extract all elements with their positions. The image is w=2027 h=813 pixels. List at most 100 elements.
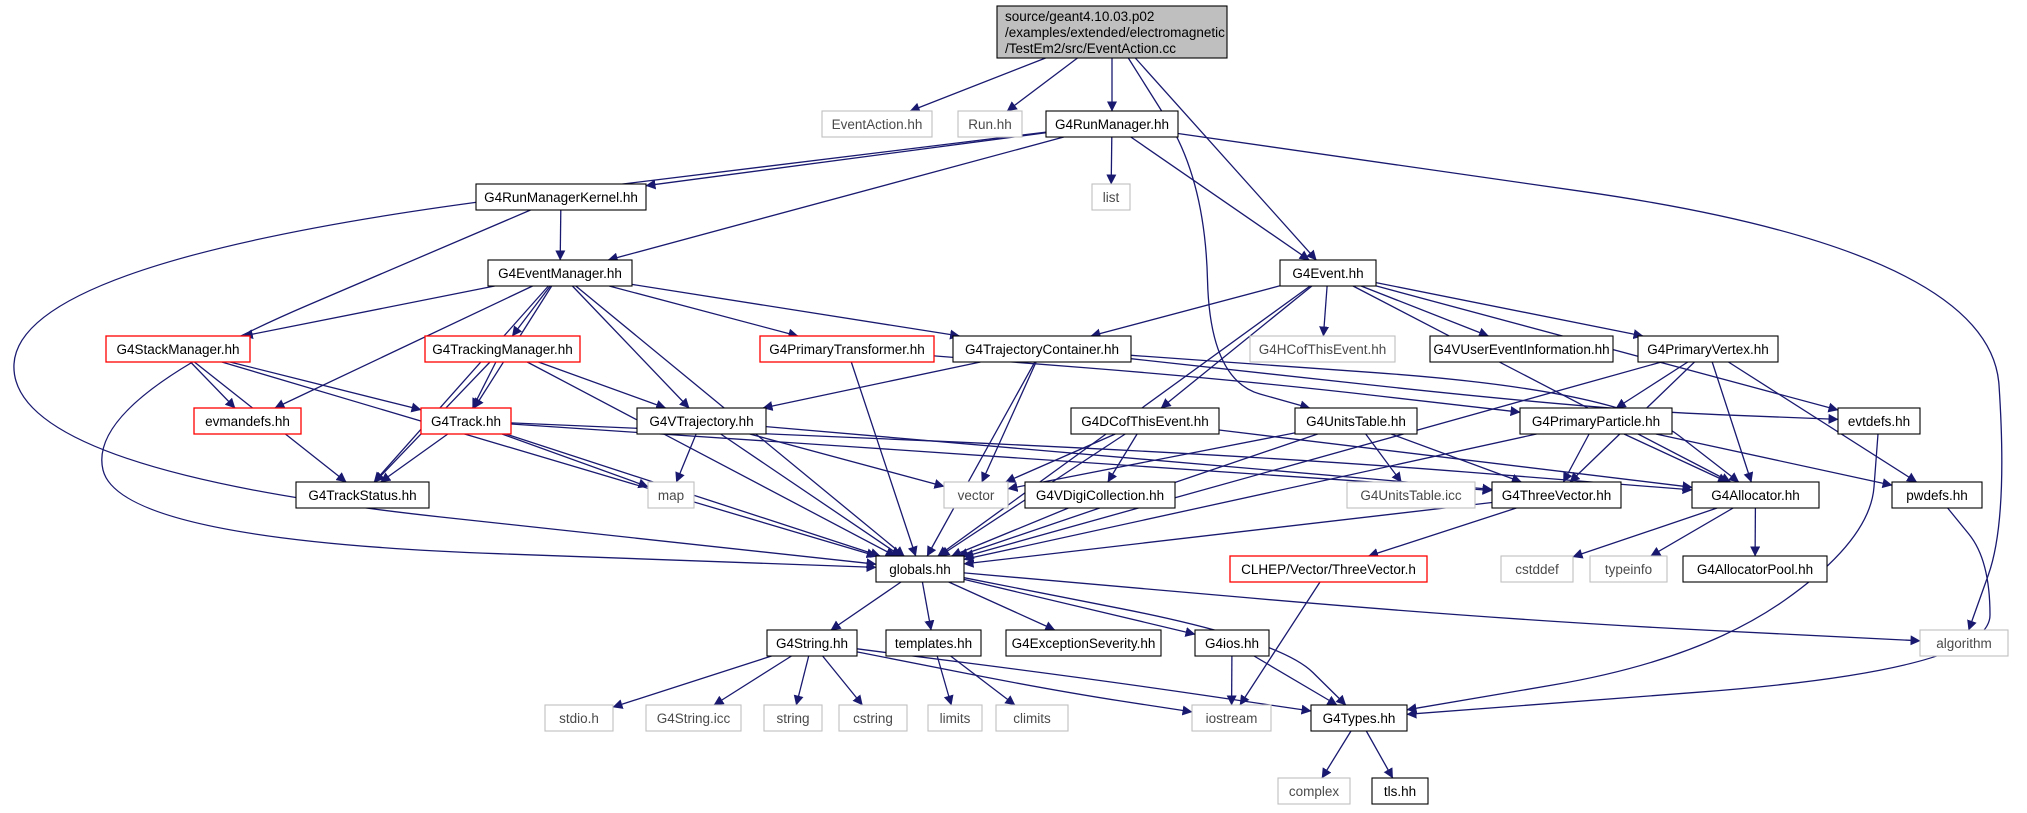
node-g4ios[interactable]: G4ios.hh (1194, 629, 1270, 657)
node-g4track[interactable]: G4Track.hh (420, 407, 512, 435)
node-box (420, 407, 512, 435)
node-box (647, 481, 695, 509)
node-box (475, 183, 647, 211)
node-label: typeinfo (1605, 562, 1652, 577)
edge-root-to-g4event (1134, 57, 1317, 261)
edge-g4trajectorycontainer-to-globals (926, 361, 1036, 557)
node-label: tls.hh (1384, 784, 1416, 799)
edge-g4stackmanager-to-globals (221, 361, 877, 559)
edge-g4eventmanager-to-g4trackingmanager (511, 285, 551, 337)
edge-g4runmanager-to-g4runmanagerkernel (645, 132, 1047, 190)
node-evmandefs[interactable]: evmandefs.hh (193, 407, 302, 435)
node-g4vdigicollection[interactable]: G4VDigiCollection.hh (1024, 481, 1176, 509)
node-g4trajectorycontainer[interactable]: G4TrajectoryContainer.hh (952, 335, 1132, 363)
node-box (995, 704, 1069, 732)
node-box (927, 704, 983, 732)
node-g4trackingmanager[interactable]: G4TrackingManager.hh (424, 335, 581, 363)
node-box (763, 704, 823, 732)
edge-g4eventmanager-to-g4stackmanager (242, 285, 495, 340)
node-g4eventmanager[interactable]: G4EventManager.hh (487, 259, 633, 287)
edge-g4unitstable-to-vector (1007, 432, 1296, 492)
node-box (1429, 335, 1614, 363)
node-templates[interactable]: templates.hh (885, 629, 982, 657)
node-label: G4RunManager.hh (1055, 117, 1169, 132)
node-box (1194, 629, 1270, 657)
node-box (1837, 407, 1921, 435)
node-cstddef[interactable]: cstddef (1500, 555, 1574, 583)
node-g4vusereventinformation[interactable]: G4VUserEventInformation.hh (1429, 335, 1614, 363)
edge-templates-to-climits (950, 655, 1016, 706)
node-root[interactable]: source/geant4.10.03.p02/examples/extende… (996, 5, 1228, 59)
node-limits[interactable]: limits (927, 704, 983, 732)
node-climits[interactable]: climits (995, 704, 1069, 732)
edge-globals-to-g4types (963, 577, 1347, 706)
node-g4dcofthisevent[interactable]: G4DCofThisEvent.hh (1070, 407, 1220, 435)
node-globals[interactable]: globals.hh (875, 555, 965, 583)
edge-g4event-to-g4primaryvertex (1375, 281, 1644, 340)
node-g4trackstatus[interactable]: G4TrackStatus.hh (295, 481, 430, 509)
node-g4types[interactable]: G4Types.hh (1310, 704, 1408, 732)
node-g4threevector[interactable]: G4ThreeVector.hh (1491, 481, 1622, 509)
edge-g4track-to-g4threevector (510, 423, 1493, 495)
node-vector[interactable]: vector (943, 481, 1009, 509)
edge-g4runmanager-to-globals (13, 131, 1047, 569)
node-label: string (776, 711, 809, 726)
node-complex[interactable]: complex (1277, 777, 1351, 805)
node-label: CLHEP/Vector/ThreeVector.h (1241, 562, 1416, 577)
edge-templates-to-limits (936, 655, 954, 706)
node-label: G4DCofThisEvent.hh (1081, 414, 1209, 429)
node-string[interactable]: string (763, 704, 823, 732)
node-g4primaryparticle[interactable]: G4PrimaryParticle.hh (1519, 407, 1673, 435)
node-clhep-threevector[interactable]: CLHEP/Vector/ThreeVector.h (1229, 555, 1428, 583)
node-run-hh[interactable]: Run.hh (957, 110, 1023, 138)
edge-g4string-to-cstring (822, 655, 863, 706)
edge-g4primarytransformer-to-globals (850, 361, 918, 557)
node-g4event[interactable]: G4Event.hh (1279, 259, 1377, 287)
node-eventaction-hh[interactable]: EventAction.hh (821, 110, 933, 138)
node-pwdefs[interactable]: pwdefs.hh (1891, 481, 1983, 509)
node-label: stdio.h (559, 711, 599, 726)
node-box (1346, 481, 1476, 509)
node-g4primaryvertex[interactable]: G4PrimaryVertex.hh (1637, 335, 1779, 363)
edge-g4primaryvertex-to-g4allocator (1711, 361, 1754, 483)
node-g4unitstable[interactable]: G4UnitsTable.hh (1294, 407, 1418, 435)
edge-g4vtrajectory-to-vector (749, 433, 945, 489)
node-iostream[interactable]: iostream (1191, 704, 1272, 732)
node-label: G4RunManagerKernel.hh (484, 190, 638, 205)
node-g4hcofthisevent[interactable]: G4HCofThisEvent.hh (1249, 335, 1396, 363)
node-label: G4VTrajectory.hh (649, 414, 753, 429)
node-g4runmanagerkernel[interactable]: G4RunManagerKernel.hh (475, 183, 647, 211)
node-tls[interactable]: tls.hh (1371, 777, 1429, 805)
node-g4vtrajectory[interactable]: G4VTrajectory.hh (636, 407, 767, 435)
node-g4exceptionseverity[interactable]: G4ExceptionSeverity.hh (1005, 629, 1162, 657)
node-g4stackmanager[interactable]: G4StackManager.hh (105, 335, 251, 363)
node-g4string-icc[interactable]: G4String.icc (645, 704, 742, 732)
edge-globals-to-templates (921, 581, 935, 631)
node-label: cstddef (1515, 562, 1559, 577)
node-typeinfo[interactable]: typeinfo (1589, 555, 1668, 583)
node-stdio[interactable]: stdio.h (544, 704, 614, 732)
edge-globals-to-g4ios (963, 578, 1196, 637)
node-g4runmanager[interactable]: G4RunManager.hh (1045, 110, 1179, 138)
node-label: map (658, 488, 684, 503)
edge-g4primaryvertex-to-pwdefs (1728, 361, 1918, 483)
edge-g4runmanager-to-list (1106, 136, 1117, 185)
node-list[interactable]: list (1091, 183, 1131, 211)
node-g4allocatorpool[interactable]: G4AllocatorPool.hh (1682, 555, 1828, 583)
node-cstring[interactable]: cstring (838, 704, 908, 732)
node-g4allocator[interactable]: G4Allocator.hh (1691, 481, 1820, 509)
node-label: G4ios.hh (1205, 636, 1259, 651)
node-label: Run.hh (968, 117, 1012, 132)
node-g4unitstable-icc[interactable]: G4UnitsTable.icc (1346, 481, 1476, 509)
node-evtdefs[interactable]: evtdefs.hh (1837, 407, 1921, 435)
edge-g4primaryparticle-to-pwdefs (1655, 433, 1893, 489)
edge-g4threevector-to-globals (963, 501, 1493, 568)
node-g4string[interactable]: G4String.hh (766, 629, 858, 657)
node-label: evtdefs.hh (1848, 414, 1910, 429)
node-g4primarytransformer[interactable]: G4PrimaryTransformer.hh (759, 335, 935, 363)
node-map[interactable]: map (647, 481, 695, 509)
edge-g4types-to-tls (1365, 730, 1394, 779)
node-label: G4TrajectoryContainer.hh (965, 342, 1119, 357)
node-box (885, 629, 982, 657)
node-algorithm[interactable]: algorithm (1919, 629, 2009, 657)
